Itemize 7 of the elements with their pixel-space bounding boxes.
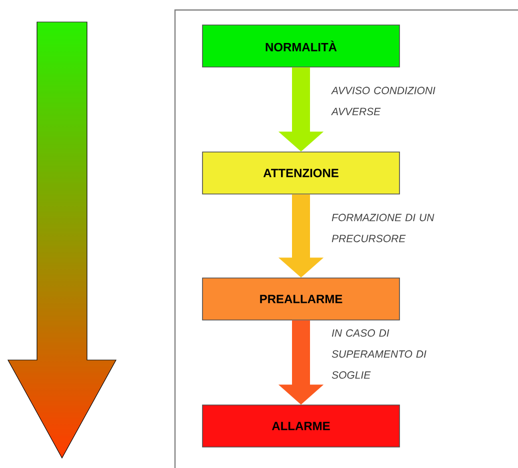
- stage-box: NORMALITÀ: [202, 24, 400, 68]
- stage-box: ATTENZIONE: [202, 152, 400, 194]
- edge-label: FORMAZIONE DI UN PRECURSORE: [332, 214, 434, 242]
- edge-label: IN CASO DI SUPERAMENTO DI SOGLIE: [332, 329, 426, 379]
- edge-label: AVVISO CONDIZIONI AVVERSE: [331, 86, 436, 116]
- stage-box: PREALLARME: [202, 278, 400, 320]
- stage-box: ALLARME: [202, 404, 400, 448]
